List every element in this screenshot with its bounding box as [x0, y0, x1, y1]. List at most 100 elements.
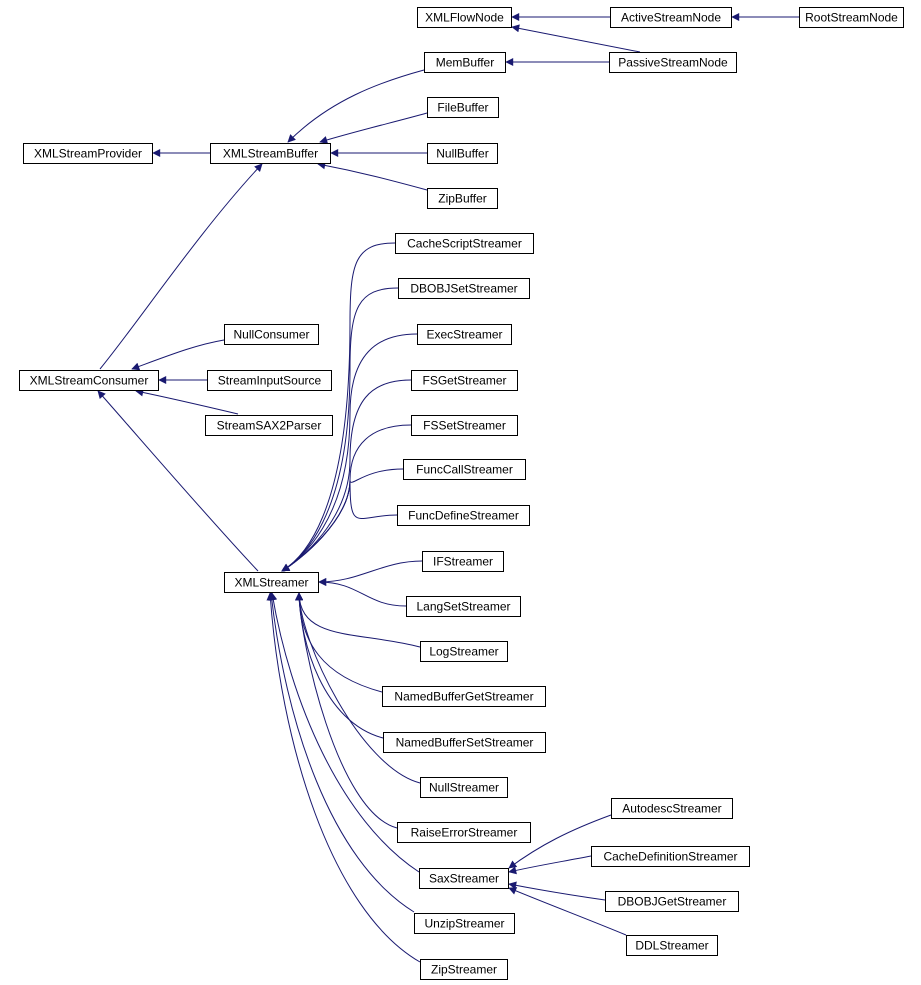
class-node-box[interactable]	[406, 596, 521, 617]
class-node-label: DDLStreamer	[635, 939, 708, 953]
class-node-named-buffer-get-streamer[interactable]: NamedBufferGetStreamer	[382, 686, 546, 707]
class-node-box[interactable]	[626, 935, 718, 956]
class-node-file-buffer[interactable]: FileBuffer	[427, 97, 499, 118]
class-node-label: XMLStreamBuffer	[223, 147, 318, 161]
class-node-label: FuncDefineStreamer	[408, 509, 519, 523]
class-node-cache-definition-streamer[interactable]: CacheDefinitionStreamer	[591, 846, 750, 867]
edge-mem-buffer-to-xml-stream-buffer	[287, 69, 425, 143]
class-node-unzip-streamer[interactable]: UnzipStreamer	[414, 913, 515, 934]
class-node-box[interactable]	[382, 686, 546, 707]
class-node-box[interactable]	[395, 233, 534, 254]
class-node-box[interactable]	[383, 732, 546, 753]
class-node-label: DBOBJSetStreamer	[410, 282, 517, 296]
class-node-box[interactable]	[205, 415, 333, 436]
class-node-label: RootStreamNode	[805, 11, 898, 25]
class-node-xml-stream-provider[interactable]: XMLStreamProvider	[23, 143, 153, 164]
class-node-box[interactable]	[419, 868, 509, 889]
class-node-label: FSGetStreamer	[422, 374, 506, 388]
edge-named-buffer-set-streamer-to-xml-streamer	[295, 592, 384, 739]
class-node-sax-streamer[interactable]: SaxStreamer	[419, 868, 509, 889]
class-node-box[interactable]	[397, 822, 531, 843]
class-node-label: ExecStreamer	[426, 328, 502, 342]
class-node-label: XMLStreamProvider	[34, 147, 142, 161]
class-node-box[interactable]	[609, 52, 737, 73]
class-node-label: ZipBuffer	[438, 192, 486, 206]
class-node-func-define-streamer[interactable]: FuncDefineStreamer	[397, 505, 530, 526]
class-node-box[interactable]	[427, 97, 499, 118]
class-node-xml-streamer[interactable]: XMLStreamer	[224, 572, 319, 593]
class-node-xml-stream-buffer[interactable]: XMLStreamBuffer	[210, 143, 331, 164]
class-node-cache-script-streamer[interactable]: CacheScriptStreamer	[395, 233, 534, 254]
class-node-box[interactable]	[224, 324, 319, 345]
class-node-raise-error-streamer[interactable]: RaiseErrorStreamer	[397, 822, 531, 843]
class-node-zip-streamer[interactable]: ZipStreamer	[420, 959, 508, 980]
class-node-box[interactable]	[424, 52, 506, 73]
edge-exec-streamer-to-xml-streamer	[281, 333, 418, 572]
edge-null-consumer-to-xml-stream-consumer	[131, 339, 225, 371]
edge-zip-buffer-to-xml-stream-buffer	[317, 161, 428, 191]
edge-zip-streamer-to-xml-streamer	[266, 592, 421, 963]
class-node-fs-get-streamer[interactable]: FSGetStreamer	[411, 370, 518, 391]
class-node-box[interactable]	[799, 7, 904, 28]
edge-cache-definition-streamer-to-sax-streamer	[508, 855, 592, 875]
class-node-box[interactable]	[397, 505, 530, 526]
class-node-box[interactable]	[398, 278, 530, 299]
class-node-box[interactable]	[417, 324, 512, 345]
class-node-box[interactable]	[210, 143, 331, 164]
class-node-label: NullStreamer	[429, 781, 499, 795]
class-node-root-stream-node[interactable]: RootStreamNode	[799, 7, 904, 28]
edge-stream-sax2-parser-to-xml-stream-consumer	[135, 388, 239, 415]
class-node-fs-set-streamer[interactable]: FSSetStreamer	[411, 415, 518, 436]
edge-autodesc-streamer-to-sax-streamer	[508, 814, 612, 869]
class-node-label: NamedBufferGetStreamer	[394, 690, 533, 704]
class-node-box[interactable]	[207, 370, 332, 391]
class-node-box[interactable]	[19, 370, 159, 391]
class-node-func-call-streamer[interactable]: FuncCallStreamer	[403, 459, 526, 480]
class-node-box[interactable]	[414, 913, 515, 934]
class-node-label: ActiveStreamNode	[621, 11, 721, 25]
class-node-active-stream-node[interactable]: ActiveStreamNode	[610, 7, 732, 28]
class-node-box[interactable]	[403, 459, 526, 480]
class-node-stream-sax2-parser[interactable]: StreamSAX2Parser	[205, 415, 333, 436]
class-node-label: AutodescStreamer	[622, 802, 721, 816]
class-node-box[interactable]	[427, 188, 498, 209]
class-node-null-buffer[interactable]: NullBuffer	[427, 143, 498, 164]
class-node-label: ZipStreamer	[431, 963, 497, 977]
class-node-box[interactable]	[420, 777, 508, 798]
class-node-stream-input-source[interactable]: StreamInputSource	[207, 370, 332, 391]
class-node-box[interactable]	[611, 798, 733, 819]
class-node-lang-set-streamer[interactable]: LangSetStreamer	[406, 596, 521, 617]
class-node-if-streamer[interactable]: IFStreamer	[422, 551, 504, 572]
class-node-null-consumer[interactable]: NullConsumer	[224, 324, 319, 345]
class-node-box[interactable]	[427, 143, 498, 164]
class-node-box[interactable]	[420, 641, 508, 662]
edge-if-streamer-to-xml-streamer	[318, 560, 423, 586]
class-node-box[interactable]	[420, 959, 508, 980]
class-node-named-buffer-set-streamer[interactable]: NamedBufferSetStreamer	[383, 732, 546, 753]
class-node-dbobj-get-streamer[interactable]: DBOBJGetStreamer	[605, 891, 739, 912]
class-node-mem-buffer[interactable]: MemBuffer	[424, 52, 506, 73]
edge-ddl-streamer-to-sax-streamer	[508, 887, 627, 936]
class-node-box[interactable]	[411, 415, 518, 436]
class-node-label: FuncCallStreamer	[416, 463, 513, 477]
class-node-box[interactable]	[411, 370, 518, 391]
class-node-box[interactable]	[23, 143, 153, 164]
class-node-passive-stream-node[interactable]: PassiveStreamNode	[609, 52, 737, 73]
class-node-xml-flow-node[interactable]: XMLFlowNode	[417, 7, 512, 28]
class-node-exec-streamer[interactable]: ExecStreamer	[417, 324, 512, 345]
class-node-label: FSSetStreamer	[423, 419, 506, 433]
class-node-box[interactable]	[605, 891, 739, 912]
class-node-box[interactable]	[591, 846, 750, 867]
class-node-zip-buffer[interactable]: ZipBuffer	[427, 188, 498, 209]
class-node-dbobj-set-streamer[interactable]: DBOBJSetStreamer	[398, 278, 530, 299]
class-node-box[interactable]	[224, 572, 319, 593]
class-node-autodesc-streamer[interactable]: AutodescStreamer	[611, 798, 733, 819]
class-node-ddl-streamer[interactable]: DDLStreamer	[626, 935, 718, 956]
class-node-null-streamer[interactable]: NullStreamer	[420, 777, 508, 798]
class-node-box[interactable]	[422, 551, 504, 572]
class-node-box[interactable]	[417, 7, 512, 28]
edge-unzip-streamer-to-xml-streamer	[267, 592, 415, 913]
class-node-box[interactable]	[610, 7, 732, 28]
class-node-xml-stream-consumer[interactable]: XMLStreamConsumer	[19, 370, 159, 391]
class-node-log-streamer[interactable]: LogStreamer	[420, 641, 508, 662]
